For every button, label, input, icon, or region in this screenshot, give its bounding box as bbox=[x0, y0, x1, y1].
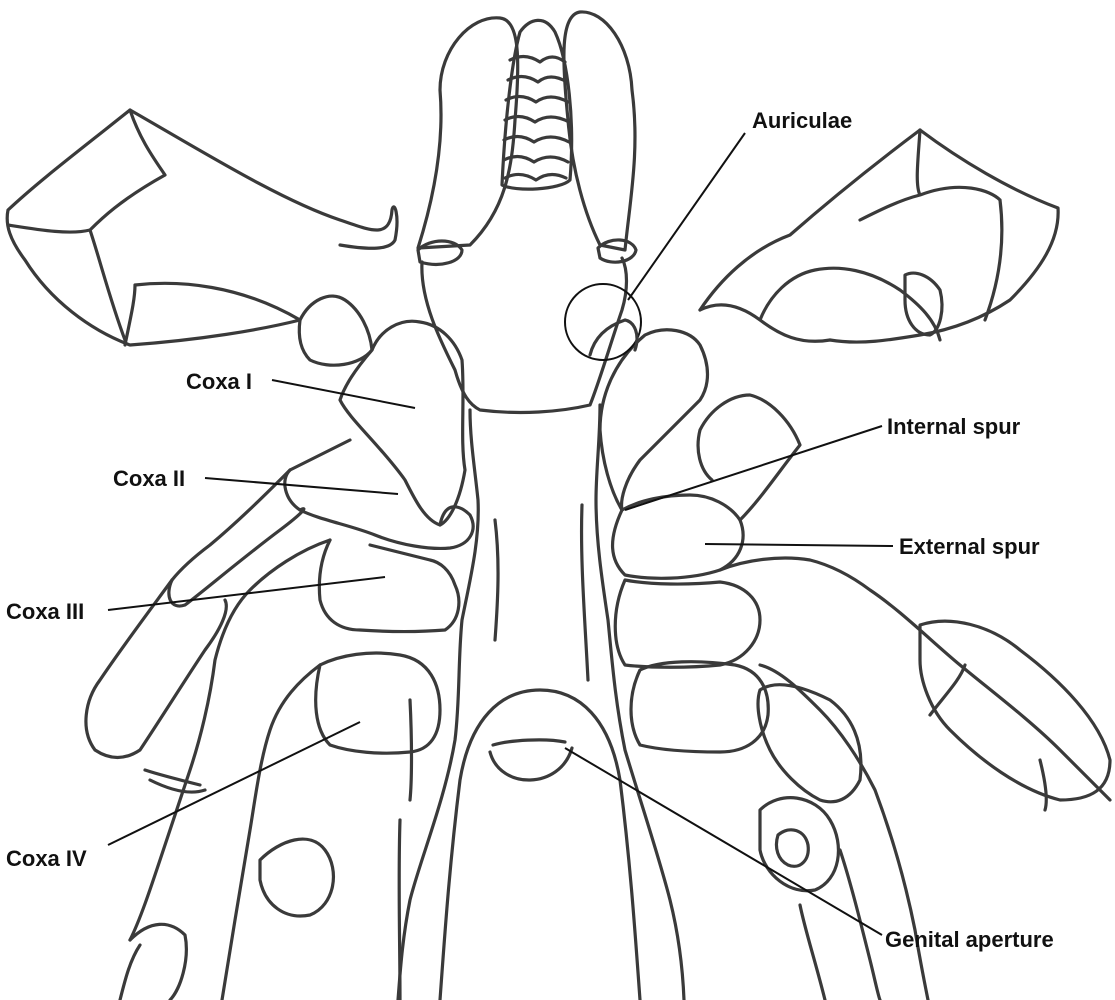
basis-capituli bbox=[420, 256, 629, 415]
label-internal-spur: Internal spur bbox=[887, 414, 1021, 439]
palp-base-left bbox=[416, 239, 464, 266]
hypostome bbox=[500, 18, 574, 191]
left-legs-lower bbox=[84, 468, 335, 1000]
left-palp bbox=[416, 16, 520, 250]
leader-lines bbox=[107, 132, 894, 936]
right-palp bbox=[562, 10, 637, 252]
auriculae-structure bbox=[588, 318, 639, 357]
body-left-margin bbox=[396, 408, 480, 1000]
internal-spur-pointer bbox=[624, 425, 883, 511]
coxa-2-pointer bbox=[204, 477, 399, 495]
anal-groove-right bbox=[579, 503, 590, 682]
genital-aperture-pointer bbox=[564, 747, 883, 936]
right-leg-1 bbox=[698, 128, 1060, 344]
label-coxa-2: Coxa II bbox=[113, 466, 185, 491]
coxa-3-pointer bbox=[107, 576, 386, 611]
body bbox=[396, 403, 686, 1000]
auriculae-circle bbox=[564, 283, 642, 361]
label-genital-aperture: Genital aperture bbox=[885, 927, 1054, 952]
coxa-3-right bbox=[613, 578, 762, 669]
body-right-margin bbox=[594, 403, 686, 1000]
auriculae-pointer bbox=[627, 132, 746, 301]
palp-base-right bbox=[596, 238, 638, 264]
label-external-spur: External spur bbox=[899, 534, 1040, 559]
external-spur-pointer bbox=[704, 543, 894, 547]
coxa-4-left bbox=[314, 651, 442, 755]
left-leg-1 bbox=[5, 108, 399, 367]
coxa-4-pointer bbox=[107, 721, 361, 846]
coxa-1-pointer bbox=[271, 379, 416, 409]
anal-groove-left bbox=[493, 518, 500, 642]
genital-fold bbox=[438, 688, 642, 1000]
coxa-1-left bbox=[338, 319, 467, 527]
hypostome-denticles bbox=[502, 54, 571, 182]
coxa-3-left bbox=[317, 538, 461, 634]
right-legs-lower bbox=[696, 393, 1112, 1000]
genital-aperture-shape bbox=[488, 738, 574, 782]
coxa-2-right bbox=[610, 493, 745, 580]
label-coxa-4: Coxa IV bbox=[6, 846, 87, 871]
label-auriculae: Auriculae bbox=[752, 108, 852, 133]
labels: Auriculae Coxa I Coxa II Coxa III Coxa I… bbox=[6, 108, 1054, 952]
left-body-edge-lines bbox=[397, 698, 414, 1000]
label-coxa-1: Coxa I bbox=[186, 369, 252, 394]
left-coxae bbox=[283, 319, 475, 755]
coxa-1-right bbox=[598, 328, 710, 512]
label-coxa-3: Coxa III bbox=[6, 599, 84, 624]
coxa-2-left bbox=[283, 438, 475, 551]
capitulum bbox=[416, 10, 638, 415]
right-coxae bbox=[598, 328, 770, 754]
coxa-4-right bbox=[629, 660, 770, 754]
